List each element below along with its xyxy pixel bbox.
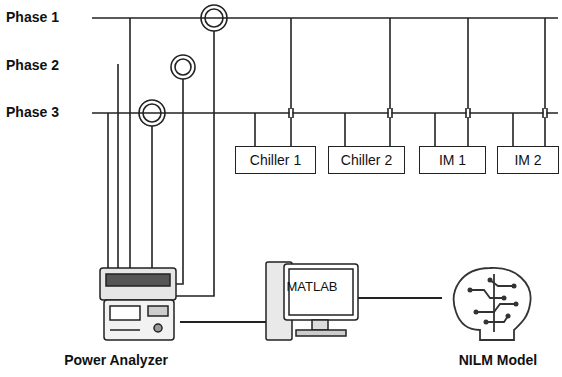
computer: MATLAB [266,262,358,340]
cable-connector [180,322,266,323]
phase-label: Phase 1 [6,9,59,25]
cable-connector [358,298,442,299]
load-box: Chiller 2 [328,146,405,174]
power-analyzer: Power Analyzer [52,266,180,368]
phase-label: Phase 3 [6,104,59,120]
load-box: Chiller 1 [235,146,316,174]
phase-label: Phase 2 [6,57,59,73]
node-label: MATLAB [266,279,358,294]
load-box: IM 2 [497,146,559,174]
nilm-model: NILM Model [442,266,554,368]
node-label: Power Analyzer [52,352,180,368]
cable-line [180,321,266,323]
node-label: IM 2 [514,152,541,168]
node-label: NILM Model [442,352,554,368]
load-box: IM 1 [419,146,486,174]
node-label: Chiller 2 [341,152,392,168]
node-label: IM 1 [439,152,466,168]
node-label: Chiller 1 [250,152,301,168]
cable-line [358,297,442,299]
